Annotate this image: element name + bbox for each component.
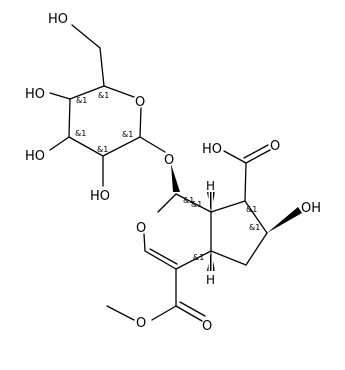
label-h-c4a: H [206,273,215,287]
label-c4-oh: HO [25,87,45,102]
hash-c7a-h [207,192,215,212]
bond-c3-o3 [49,136,70,151]
label-acid-oh: HO [202,142,222,157]
bond-c4-c5 [69,85,105,100]
bond-ringO-c1 [139,107,142,138]
bond-c7-c6 [244,200,268,234]
atom-labels: HO HO HO HO O O HO O OH O O O H H [25,12,321,334]
bond-c6-o6 [71,24,101,49]
bond-c4-o4 [49,92,71,100]
bond-c5-c6 [99,47,105,87]
stereo-c7a: &1 [191,200,202,209]
bond-cooh-o-double [243,144,269,159]
stereo-marks: &1 &1 &1 &1 &1 &1 &1 &1 &1 &1 [75,91,260,262]
stereo-c1-aglycone: &1 [183,196,194,205]
wedge-glyO-c1a [171,164,180,192]
bond-c1-c2 [102,136,141,157]
label-ch2oh-oh: HO [48,12,68,27]
stereo-c7: &1 [246,205,257,214]
bond-c3-c4-double [149,248,178,265]
stereo-c4: &1 [76,96,87,105]
bond-c3-c4 [68,98,71,138]
bond-c7-cooh [244,162,247,202]
bond-c7a-c7 [210,200,246,213]
label-ester-o-double: O [202,319,212,334]
stereo-c4a: &1 [193,253,204,262]
label-glycosidic-o: O [164,153,174,168]
bond-c5-ringO [103,85,135,98]
bond-c2-c3 [68,136,104,157]
stereo-c2: &1 [97,145,108,154]
bond-c6-c5 [245,232,268,266]
label-h-c7a: H [206,179,215,193]
label-pyran-o: O [136,221,146,236]
bond-ester-Odouble-2 [179,301,206,317]
bond-c4-c4a [175,250,212,270]
bond-ester-Osingle [151,305,177,321]
bond-c5-c4a [210,250,247,266]
bond-c1-glyO [139,136,166,153]
stereo-c6: &1 [249,223,260,232]
label-c3-oh: HO [25,149,45,164]
bonds [49,24,302,322]
bond-c1a-pyranO [157,193,177,213]
stereo-c1: &1 [122,130,133,139]
label-c2-oh: HO [90,189,110,204]
label-ring-oh: OH [301,201,321,216]
bond-c3-c4 [144,250,177,270]
bond-cooh-oh [223,150,247,164]
label-ester-o-single: O [136,316,146,331]
hash-c4a-h [207,251,215,271]
bond-cooh-o [245,149,271,164]
bond-pyranO-c3 [143,233,146,252]
bond-O-methyl [106,305,135,321]
label-sugar-ring-o: O [135,95,145,110]
bond-c7a-c1a [175,193,212,213]
bond-ester-Odouble [175,305,203,322]
stereo-c5: &1 [98,91,109,100]
label-acid-o: O [270,139,280,154]
wedge-c6-oh [267,207,302,233]
stereo-c3: &1 [75,129,86,138]
